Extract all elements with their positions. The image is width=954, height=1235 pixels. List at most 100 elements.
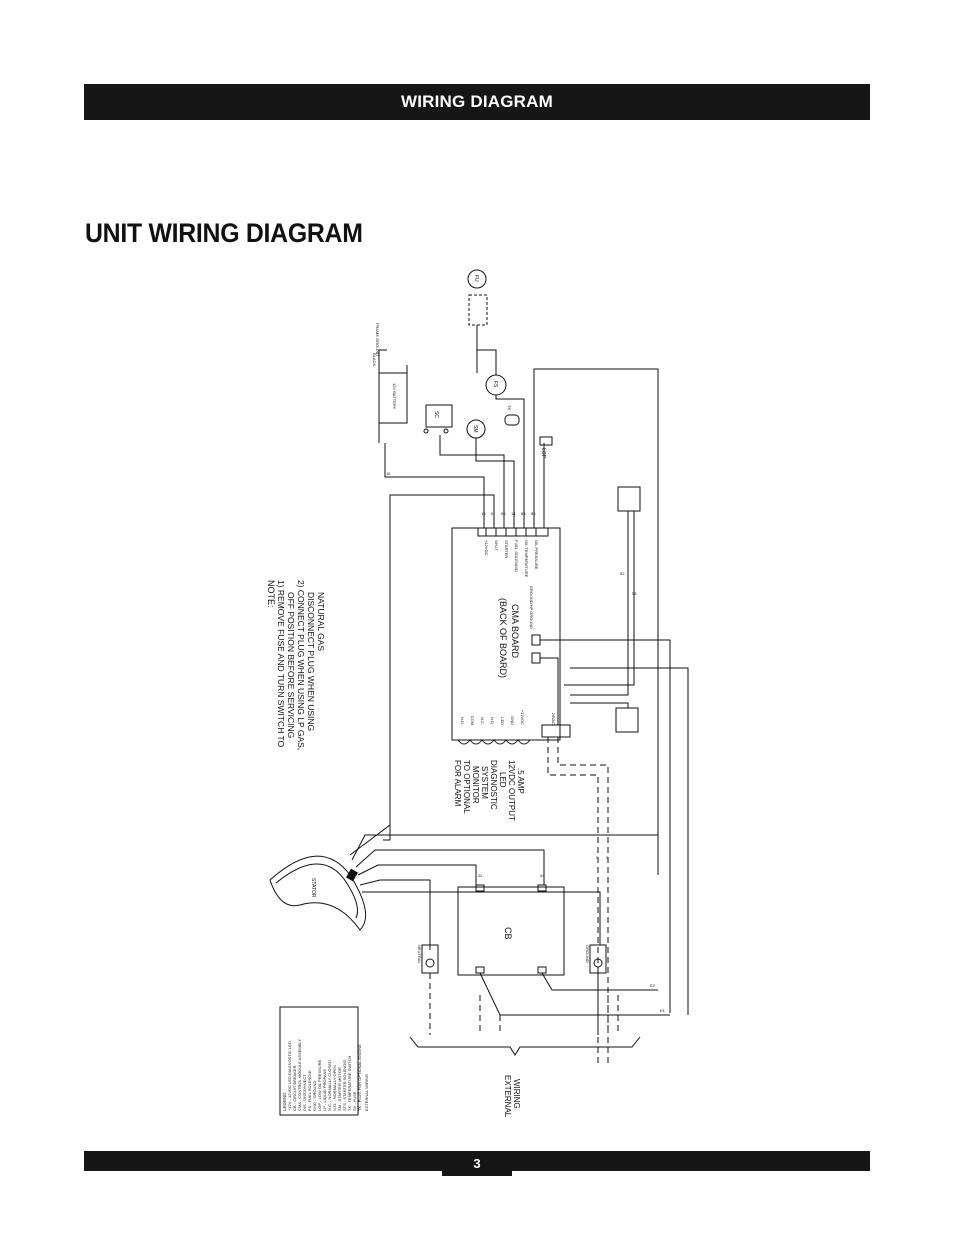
frame-ground-label: FRAME GROUND	[375, 323, 380, 356]
svg-text:LOP - LOW OIL PRESSURE: LOP - LOW OIL PRESSURE	[317, 1060, 322, 1111]
svg-text:12VDC OUTPUT: 12VDC OUTPUT	[507, 760, 516, 821]
ground-label: GROUND	[585, 945, 590, 963]
terminal-gnd: GND	[510, 716, 515, 725]
ground-hp-label: GROUND/HP GROUND	[529, 586, 534, 629]
svg-text:LEGEND: LEGEND	[282, 1092, 287, 1111]
svg-text:NATURAL GAS: NATURAL GAS	[316, 592, 326, 651]
terminal-12vdc: +12VDC	[484, 540, 489, 555]
stator-label: STATOR	[310, 878, 316, 898]
svg-text:EXTERNAL: EXTERNAL	[503, 1075, 512, 1118]
starter-contactor	[425, 404, 453, 428]
legend: LEGEND +12V - 12VDC LED DIAGNOSTIC LED C…	[282, 1039, 369, 1111]
svg-text:EXTERNAL WIRING: EXTERNAL WIRING	[364, 1074, 369, 1111]
svg-text:E2: E2	[650, 983, 656, 988]
lop-label: LOP	[540, 448, 546, 459]
battery-label: 12V BATTERY	[392, 383, 397, 410]
terminal-fuel-solenoid: FUEL SOLENOID	[514, 540, 519, 572]
diagram-notes: NOTE: 1) REMOVE FUSE AND TURN SWITCH TO …	[266, 580, 326, 750]
temp-plug-top	[617, 486, 641, 512]
fuse	[467, 269, 487, 289]
svg-text:STS - STARTER SOLENOID: STS - STARTER SOLENOID	[342, 1059, 347, 1111]
svg-text:SV - FUSE: SV - FUSE	[352, 1091, 357, 1111]
svg-text:0: 0	[596, 855, 599, 860]
svg-text:44: 44	[540, 873, 545, 878]
svg-text:0: 0	[491, 511, 494, 516]
svg-text:DISCONNECT PLUG WHEN USING: DISCONNECT PLUG WHEN USING	[306, 592, 316, 731]
board-bottom-terminals	[457, 724, 571, 745]
svg-text:+12V - 12VDC LED DIAGNOSTIC LE: +12V - 12VDC LED DIAGNOSTIC LED	[287, 1041, 292, 1111]
battery	[378, 372, 408, 424]
svg-text:SYSTEM: SYSTEM	[480, 766, 489, 799]
svg-text:FOR ALARM: FOR ALARM	[453, 760, 462, 807]
svg-text:DIAGNOSTIC: DIAGNOSTIC	[489, 760, 498, 810]
low-oil-pressure-switch	[539, 436, 553, 446]
terminal-nc: N.C.	[480, 717, 485, 725]
oil-temp-switch	[504, 414, 520, 426]
circuit-breaker	[457, 886, 565, 976]
section-header-bar: WIRING DIAGRAM	[84, 84, 870, 120]
svg-text:11: 11	[478, 873, 483, 878]
legend-box	[279, 1006, 359, 1116]
stator	[269, 855, 367, 931]
alarm-labels: FOR ALARM TO OPTIONAL MONITOR SYSTEM DIA…	[453, 760, 525, 821]
svg-text:E1: E1	[660, 1008, 666, 1013]
terminal-24vac: 24VAC	[551, 713, 556, 725]
black-wire-label: BLACK	[372, 353, 377, 366]
fuse-holder	[468, 294, 488, 326]
page-number: 3	[473, 1156, 481, 1171]
starter-contactor-label: SC	[433, 411, 439, 418]
svg-text:SM - STARTER MOTOR: SM - STARTER MOTOR	[337, 1067, 342, 1111]
svg-text:GND - GROUND: GND - GROUND	[312, 1081, 317, 1111]
svg-text:2) CONNECT PLUG WHEN USING LP: 2) CONNECT PLUG WHEN USING LP GAS,	[296, 580, 306, 750]
page-number-tab: 3	[442, 1151, 512, 1176]
starter-motor-label: SM	[472, 425, 478, 433]
terminal-shut: SHUT	[494, 540, 499, 551]
svg-text:LP - LIQUID PROPANE: LP - LIQUID PROPANE	[322, 1069, 327, 1111]
temp-plug-bottom	[615, 707, 639, 733]
circuit-breaker-label: CB	[503, 927, 513, 940]
ground-hp-terminal	[531, 634, 541, 646]
svg-text:CMA - CONTROL MODULE ASSEMBLY: CMA - CONTROL MODULE ASSEMBLY	[297, 1039, 302, 1111]
svg-text:OFF POSITION BEFORE SERVICING: OFF POSITION BEFORE SERVICING	[286, 592, 296, 738]
svg-text:LED: LED	[498, 772, 507, 788]
svg-text:86: 86	[531, 511, 536, 516]
svg-text:NOTE:: NOTE:	[266, 580, 276, 608]
terminal-12vdc-out: +12VDC	[520, 710, 525, 725]
oil-temp-label: TK	[507, 405, 512, 410]
terminal-no-2: N.O.	[490, 717, 495, 725]
terminal-com: COM	[470, 716, 475, 725]
terminal-led: LED	[500, 717, 505, 725]
svg-text:0: 0	[606, 855, 609, 860]
svg-text:13: 13	[481, 511, 486, 516]
cma-board-sub-label: (BACK OF BOARD)	[498, 598, 508, 678]
terminal-oil-pressure: OIL PRESSURE	[534, 540, 539, 570]
section-title: WIRING DIAGRAM	[400, 92, 553, 111]
svg-text:85: 85	[521, 511, 526, 516]
ground-terminal-2	[531, 652, 541, 664]
board-top-terminals	[477, 527, 549, 537]
fuel-solenoid-label: FS	[492, 381, 498, 388]
svg-text:1) REMOVE FUSE AND TURN SWITCH: 1) REMOVE FUSE AND TURN SWITCH TO	[276, 580, 286, 748]
fuse-label: FU	[473, 275, 479, 282]
svg-text:.5 AMP: .5 AMP	[516, 768, 525, 794]
svg-text:FS - FUEL SOLENOID: FS - FUEL SOLENOID	[307, 1070, 312, 1111]
svg-text:WIRING: WIRING	[512, 1079, 521, 1109]
svg-text:N.O. - NORMALLY OPEN: N.O. - NORMALLY OPEN	[332, 1065, 337, 1111]
terminal-oil-temp: OIL TEMPERATURE	[524, 540, 529, 578]
svg-text:TO OPTIONAL: TO OPTIONAL	[462, 760, 471, 814]
svg-text:52: 52	[620, 571, 625, 576]
cma-board-label: CMA BOARD	[510, 604, 520, 659]
wire-numbers: 13 0 56 14 85 86 15 11 44 E1 E2 0 0 52 5…	[386, 471, 666, 1013]
svg-text:DIS - DISCONNECT: DIS - DISCONNECT	[302, 1074, 307, 1111]
svg-text:MONITOR: MONITOR	[471, 766, 480, 804]
svg-text:TK - TEMPERATURE SWITCH: TK - TEMPERATURE SWITCH	[347, 1055, 352, 1111]
external-wiring-label: EXTERNAL WIRING	[503, 1075, 521, 1118]
neutral-label: NEUTRAL	[417, 945, 422, 964]
terminal-no: N.O.	[460, 717, 465, 725]
page-title: UNIT WIRING DIAGRAM	[85, 218, 363, 248]
svg-text:53: 53	[632, 591, 637, 596]
svg-text:56: 56	[501, 511, 506, 516]
svg-text:14: 14	[511, 511, 516, 516]
svg-text:15: 15	[386, 471, 391, 476]
svg-text:TK - PLUG FOR OPTIONAL ENGINE: TK - PLUG FOR OPTIONAL ENGINE	[357, 1044, 362, 1111]
